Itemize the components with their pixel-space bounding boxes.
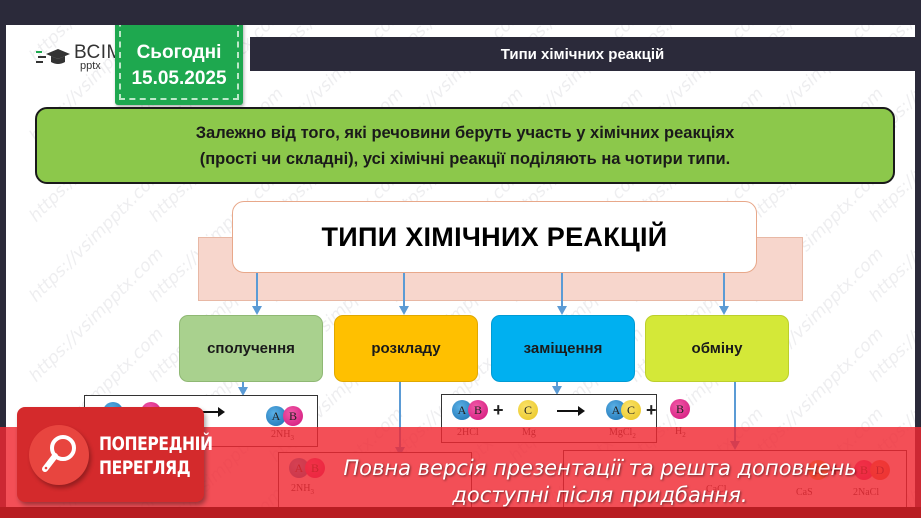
promo-banner-bottom (0, 507, 921, 518)
vsim-logo: ВСІМ pptx (12, 40, 122, 74)
diagram-root-label: ТИПИ ХІМІЧНИХ РЕАКЦІЙ (321, 221, 668, 252)
connector-line (556, 382, 558, 389)
arrow-down-icon (557, 306, 567, 315)
preview-label-line-1: ПОПЕРЕДНІЙ (99, 433, 213, 455)
promo-line-2: доступні після придбання. (452, 483, 748, 507)
intro-box: Залежно від того, які речовини беруть уч… (35, 107, 895, 184)
date-badge-label: Сьогодні (136, 42, 222, 63)
date-badge: Сьогодні 15.05.2025 (115, 25, 243, 105)
category-label: сполучення (207, 340, 295, 357)
preview-button[interactable]: ПОПЕРЕДНІЙ ПЕРЕГЛЯД (17, 407, 213, 502)
arrow-down-icon (238, 387, 248, 396)
logo-word: ВСІМ (74, 42, 123, 63)
connector-line (403, 273, 405, 307)
connector-line (256, 273, 258, 307)
intro-line-2: (прості чи складні), усі хімічні реакції… (199, 149, 731, 168)
category-label: заміщення (523, 340, 603, 357)
arrow-down-icon (719, 306, 729, 315)
category-label: розкладу (371, 340, 441, 357)
plus-sign: + (646, 400, 657, 420)
arrow-down-icon (552, 386, 562, 395)
watermark-text: https://vsimpptx.com (25, 163, 168, 307)
category-combination: сполучення (179, 315, 323, 382)
atom-b-icon: B (468, 400, 488, 420)
watermark-text: https://vsimpptx.com (25, 243, 168, 387)
arrow-down-icon (252, 306, 262, 315)
watermark-text: https://vsimpptx.com (865, 163, 915, 307)
connector-line (561, 273, 563, 307)
atom-a-icon: A (452, 400, 472, 420)
preview-label: ПОПЕРЕДНІЙ ПЕРЕГЛЯД (99, 432, 213, 480)
atom-b-icon: B (283, 406, 303, 426)
atom-b-icon: B (670, 399, 690, 419)
magnifier-icon (42, 435, 76, 472)
intro-line-1: Залежно від того, які речовини беруть уч… (195, 123, 735, 142)
atom-a-icon: A (266, 406, 286, 426)
reaction-arrow-icon (557, 406, 585, 416)
promo-text: Повна версія презентації та решта доповн… (280, 455, 920, 509)
preview-label-line-2: ПЕРЕГЛЯД (99, 457, 191, 479)
connector-line (242, 382, 244, 390)
connector-line (734, 382, 736, 444)
arrow-down-icon (399, 306, 409, 315)
reaction-arrow-icon (193, 407, 225, 417)
preview-icon-circle (29, 425, 89, 485)
category-substitution: заміщення (491, 315, 635, 382)
plus-sign: + (493, 400, 504, 420)
category-exchange: обміну (645, 315, 789, 382)
connector-line (399, 382, 401, 450)
diagram-root-node: ТИПИ ХІМІЧНИХ РЕАКЦІЙ (232, 201, 757, 273)
watermark-text: https://vsimpptx.com (865, 243, 915, 387)
graduation-cap-icon (36, 49, 70, 64)
logo-sub: pptx (80, 60, 101, 72)
category-label: обміну (691, 340, 743, 357)
atom-c-icon: C (518, 400, 538, 420)
slide-title-bar: Типи хімічних реакцій (250, 37, 915, 71)
promo-line-1: Повна версія презентації та решта доповн… (343, 456, 857, 480)
slide-title: Типи хімічних реакцій (500, 45, 665, 63)
atom-c-icon: C (621, 400, 641, 420)
category-decomposition: розкладу (334, 315, 478, 382)
connector-line (723, 273, 725, 307)
date-badge-date: 15.05.2025 (131, 68, 227, 89)
